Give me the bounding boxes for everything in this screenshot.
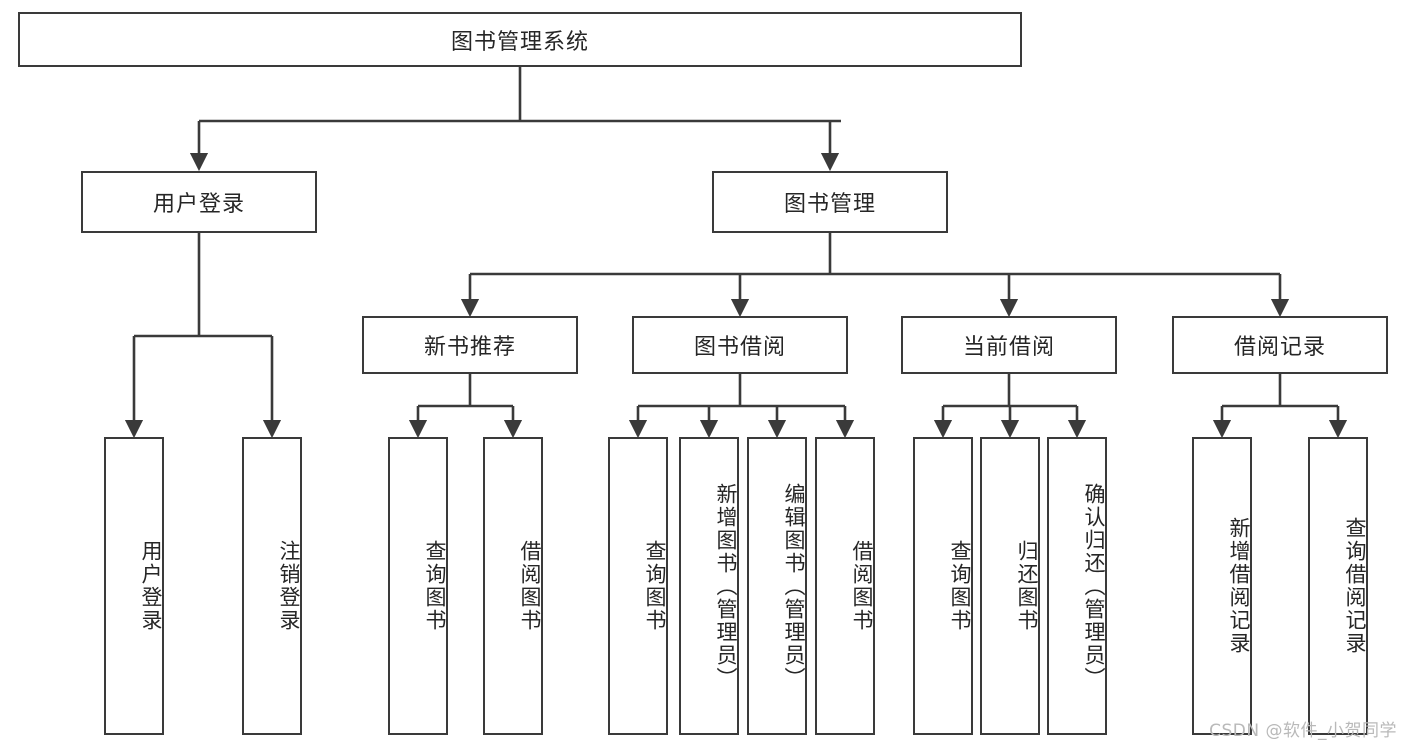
node-leaf-logout-login-label: 注销登录 — [277, 540, 301, 632]
node-leaf-add-book-label: 新增图书（管理员） — [714, 482, 738, 690]
node-leaf-logout-login[interactable]: 注销登录 — [242, 437, 302, 735]
node-root-label: 图书管理系统 — [450, 29, 589, 55]
node-user-login-label: 用户登录 — [152, 192, 245, 217]
node-leaf-query-book-rec-label: 查询图书 — [423, 540, 447, 632]
node-leaf-confirm-return[interactable]: 确认归还（管理员） — [1047, 437, 1107, 735]
node-leaf-add-book[interactable]: 新增图书（管理员） — [679, 437, 739, 735]
node-leaf-query-record-label: 查询借阅记录 — [1343, 517, 1367, 655]
node-leaf-add-record[interactable]: 新增借阅记录 — [1192, 437, 1252, 735]
node-leaf-borrow-book-rec-label: 借阅图书 — [518, 540, 542, 632]
node-leaf-return-book-label: 归还图书 — [1015, 540, 1039, 632]
node-leaf-user-login-label: 用户登录 — [139, 540, 163, 632]
node-leaf-query-book-cur-label: 查询图书 — [948, 540, 972, 632]
node-leaf-borrow-book-rec[interactable]: 借阅图书 — [483, 437, 543, 735]
node-new-book-recommend[interactable]: 新书推荐 — [362, 316, 578, 374]
node-leaf-borrow-book[interactable]: 借阅图书 — [815, 437, 875, 735]
node-leaf-user-login[interactable]: 用户登录 — [104, 437, 164, 735]
node-book-management-label: 图书管理 — [783, 192, 876, 217]
node-leaf-confirm-return-label: 确认归还（管理员） — [1082, 482, 1106, 690]
node-book-borrow-label: 图书借阅 — [693, 335, 786, 360]
node-leaf-query-book-borrow[interactable]: 查询图书 — [608, 437, 668, 735]
csdn-watermark: CSDN @软件_小贺同学 — [1209, 721, 1397, 741]
node-leaf-query-book-borrow-label: 查询图书 — [643, 540, 667, 632]
node-leaf-query-record[interactable]: 查询借阅记录 — [1308, 437, 1368, 735]
node-borrow-record[interactable]: 借阅记录 — [1172, 316, 1388, 374]
node-root[interactable]: 图书管理系统 — [18, 12, 1022, 67]
node-user-login[interactable]: 用户登录 — [81, 171, 317, 233]
node-leaf-edit-book-label: 编辑图书（管理员） — [782, 482, 806, 690]
node-new-book-recommend-label: 新书推荐 — [423, 335, 516, 360]
node-book-borrow[interactable]: 图书借阅 — [632, 316, 848, 374]
node-leaf-add-record-label: 新增借阅记录 — [1227, 517, 1251, 655]
node-leaf-borrow-book-label: 借阅图书 — [850, 540, 874, 632]
node-current-borrow[interactable]: 当前借阅 — [901, 316, 1117, 374]
node-book-management[interactable]: 图书管理 — [712, 171, 948, 233]
node-leaf-query-book-cur[interactable]: 查询图书 — [913, 437, 973, 735]
node-leaf-query-book-rec[interactable]: 查询图书 — [388, 437, 448, 735]
node-leaf-return-book[interactable]: 归还图书 — [980, 437, 1040, 735]
node-borrow-record-label: 借阅记录 — [1233, 335, 1326, 360]
node-current-borrow-label: 当前借阅 — [962, 335, 1055, 360]
node-leaf-edit-book[interactable]: 编辑图书（管理员） — [747, 437, 807, 735]
